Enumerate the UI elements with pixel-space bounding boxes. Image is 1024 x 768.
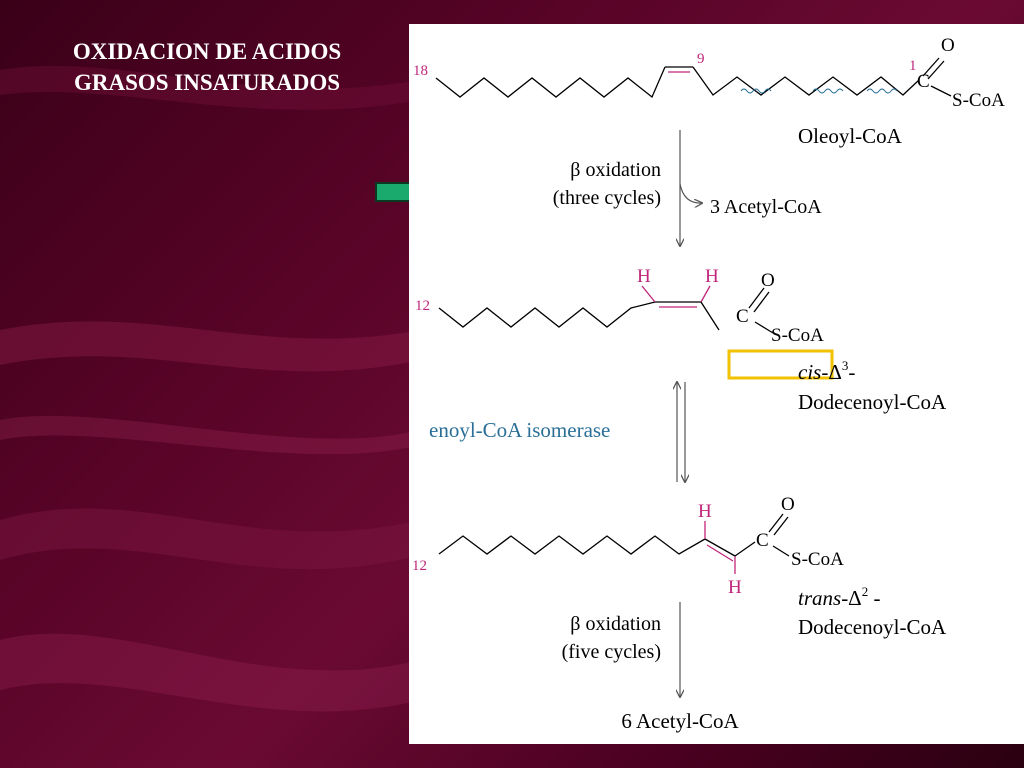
cis-h-bond-left (641, 285, 656, 303)
trans-c12-label: 12 (412, 558, 427, 574)
enzyme-label: enoyl-CoA isomerase (429, 418, 610, 442)
trans-h-bottom: H (728, 577, 742, 598)
cis-scoa-label: S-CoA (771, 325, 824, 346)
trans-thioester-bond (772, 545, 790, 557)
trans-carbonyl-bond (768, 513, 784, 533)
cleavage-mark-3 (866, 88, 898, 94)
carbon-1-label: 1 (909, 58, 917, 74)
cis-dodecenoyl-name-line2: Dodecenoyl-CoA (798, 390, 947, 414)
step2-label-line1: β oxidation (570, 613, 661, 635)
cis-delta: -Δ (821, 360, 842, 384)
step2-label-line2: (five cycles) (562, 641, 661, 663)
oleoyl-chain-right (692, 66, 920, 96)
cis-chain (438, 301, 656, 328)
cis-h-bond-right (700, 285, 711, 303)
reaction-diagram: 18 9 1 C O S-CoA Oleoyl-CoA β oxidation … (412, 35, 1005, 733)
trans-prefix: trans (798, 586, 841, 610)
carbon-18-label: 18 (413, 63, 428, 79)
cleavage-mark-2 (812, 88, 844, 94)
trans-double-bond (704, 538, 736, 557)
highlight-box (727, 349, 834, 380)
trans-chain-to-c (734, 541, 756, 557)
cis-h-left: H (637, 266, 651, 287)
step2-product: 6 Acetyl-CoA (621, 709, 739, 733)
cis-c12-label: 12 (415, 298, 430, 314)
cis-carbonyl-bond-2 (753, 291, 770, 313)
slide-title-line2: GRASOS INSATURADOS (73, 70, 341, 95)
cis-carbonyl-o: O (761, 270, 775, 291)
trans-carbonyl-o: O (781, 494, 795, 515)
oleoyl-coa-name: Oleoyl-CoA (798, 124, 903, 148)
step1-label-line1: β oxidation (570, 159, 661, 181)
oleoyl-carbonyl-bond (922, 57, 940, 77)
cis-carbonyl-bond (748, 287, 765, 309)
oleoyl-coa-structure: 18 9 1 C O S-CoA Oleoyl-CoA (413, 35, 1005, 148)
beta-oxidation-step-2: β oxidation (five cycles) 6 Acetyl-CoA (562, 602, 739, 733)
trans-position: 2 (862, 584, 869, 599)
trans-carbonyl-bond-2 (773, 516, 789, 536)
cis-prefix: cis (798, 360, 821, 384)
trans-dodecenoyl-name-line1: trans-Δ2 - (798, 584, 880, 610)
cis-position: 3 (842, 358, 849, 373)
cis-dodecenoyl-name-line1: cis-Δ3- (798, 358, 855, 384)
oleoyl-scoa-label: S-CoA (952, 90, 1005, 111)
cis-h-right: H (705, 266, 719, 287)
oleoyl-thioester-bond (930, 85, 952, 97)
cis-carbonyl-c: C (736, 306, 749, 327)
trans-dodecenoyl-name-line2: Dodecenoyl-CoA (798, 615, 947, 639)
trans-dodecenoyl-coa-structure: 12 H H C O S-CoA trans-Δ2 - Dodecenoyl-C… (412, 494, 947, 639)
beta-oxidation-step-1: β oxidation (three cycles) 3 Acetyl-CoA (553, 130, 822, 246)
cis-dodecenoyl-coa-structure: 12 H H C O S-CoA cis-Δ3- Dodecenoyl-CoA (415, 266, 947, 414)
carbon-9-label: 9 (697, 51, 705, 67)
trans-double-bond-2 (706, 544, 734, 562)
slide-title-line1: OXIDACION DE ACIDOS (72, 39, 342, 64)
step1-label-line2: (three cycles) (553, 187, 661, 209)
side-product-arrow-1 (679, 183, 702, 203)
cis-hyphen: - (848, 360, 855, 384)
trans-h-top: H (698, 501, 712, 522)
isomerase-step: enoyl-CoA isomerase (429, 382, 685, 482)
cis-chain-to-c (700, 301, 720, 331)
trans-carbonyl-c: C (756, 530, 769, 551)
reaction-panel: 18 9 1 C O S-CoA Oleoyl-CoA β oxidation … (409, 24, 1024, 744)
oleoyl-carbonyl-o: O (941, 35, 955, 56)
oleoyl-carbonyl-bond-2 (927, 60, 945, 80)
oleoyl-chain-left (435, 66, 666, 99)
cleavage-mark-1 (740, 88, 772, 94)
step1-product: 3 Acetyl-CoA (710, 196, 822, 218)
trans-hyphen: - (868, 586, 880, 610)
trans-scoa-label: S-CoA (791, 549, 844, 570)
cis-thioester-bond (754, 321, 774, 334)
slide-title: OXIDACION DE ACIDOS GRASOS INSATURADOS (22, 36, 392, 98)
trans-delta: -Δ (841, 586, 862, 610)
trans-chain (438, 535, 706, 555)
oleoyl-carbonyl-c: C (917, 71, 930, 92)
